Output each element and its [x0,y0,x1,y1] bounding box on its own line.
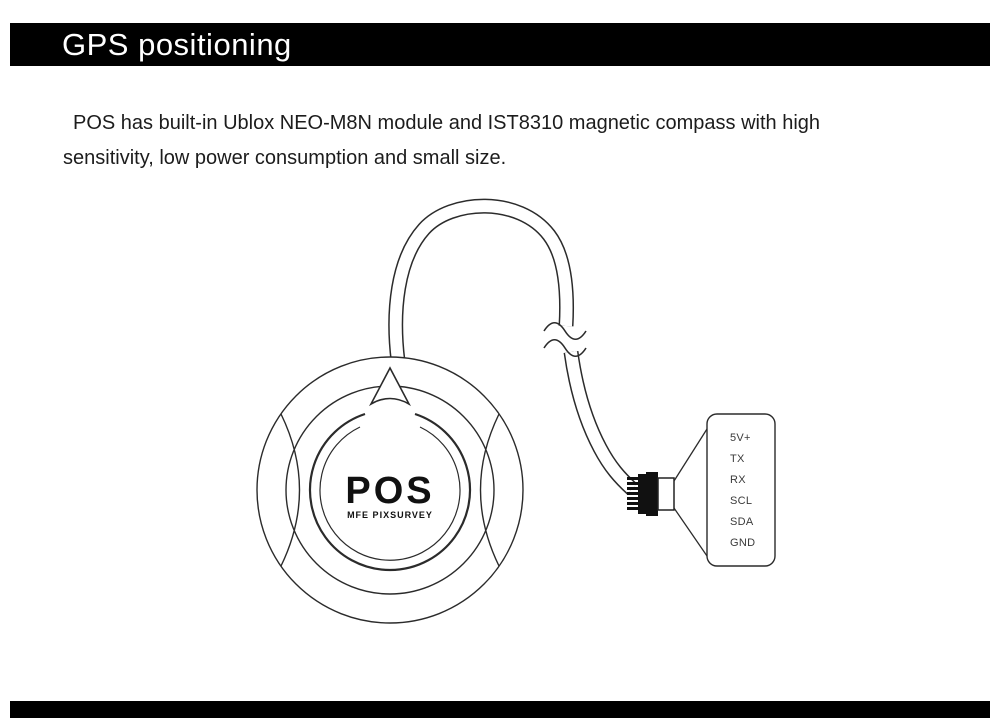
connector-pin-tooth [627,497,639,500]
connector-crimp-bar [638,474,646,514]
connector-body [646,472,658,516]
left-wing [280,413,301,567]
compass-ring-arc-outer [308,412,472,572]
connector-icon [627,472,675,516]
pinout-block: 5V+ TX RX SCL SDA GND [706,413,776,567]
wire-fan-line-bottom [673,507,708,557]
bottom-bar [10,701,990,718]
gps-outer-ring [256,356,524,624]
right-wing [479,413,500,567]
connector-pin-tooth [627,487,639,490]
gps-module-illustration: POS MFE PIXSURVEY [256,356,524,624]
connector-pin-tooth [627,482,639,485]
connector-pin-tooth [627,477,639,480]
pin-label-5v: 5V+ [730,432,751,444]
cable-break-wave-bottom [543,338,587,358]
north-arrow-icon [368,366,412,407]
description-line-1: POS has built-in Ublox NEO-M8N module an… [73,112,821,134]
cable-break-wave-top [543,321,587,341]
compass-ring-arc-inner [319,426,461,561]
title-bar: GPS positioning [10,23,990,66]
connector-pin-tooth [627,492,639,495]
page-title: GPS positioning [62,26,292,62]
pin-label-gnd: GND [730,537,755,549]
pin-label-tx: TX [730,453,745,465]
pin-label-scl: SCL [730,495,752,507]
device-brand-label: MFE PIXSURVEY [347,510,433,520]
cable-upper-fill [389,200,573,362]
device-logo: POS [345,470,434,512]
pinout-block-outline [706,413,776,567]
description-line-2: sensitivity, low power consumption and s… [63,147,507,169]
connector-pin-tooth [627,507,639,510]
description-text: POS has built-in Ublox NEO-M8N module an… [63,106,963,176]
pin-label-rx: RX [730,474,746,486]
connector-pin-tooth [627,502,639,505]
cable-lower-fill [565,351,637,494]
connector-housing [657,477,675,511]
pin-label-sda: SDA [730,516,754,528]
wire-fan-line-top [673,428,708,482]
cable [388,198,638,495]
